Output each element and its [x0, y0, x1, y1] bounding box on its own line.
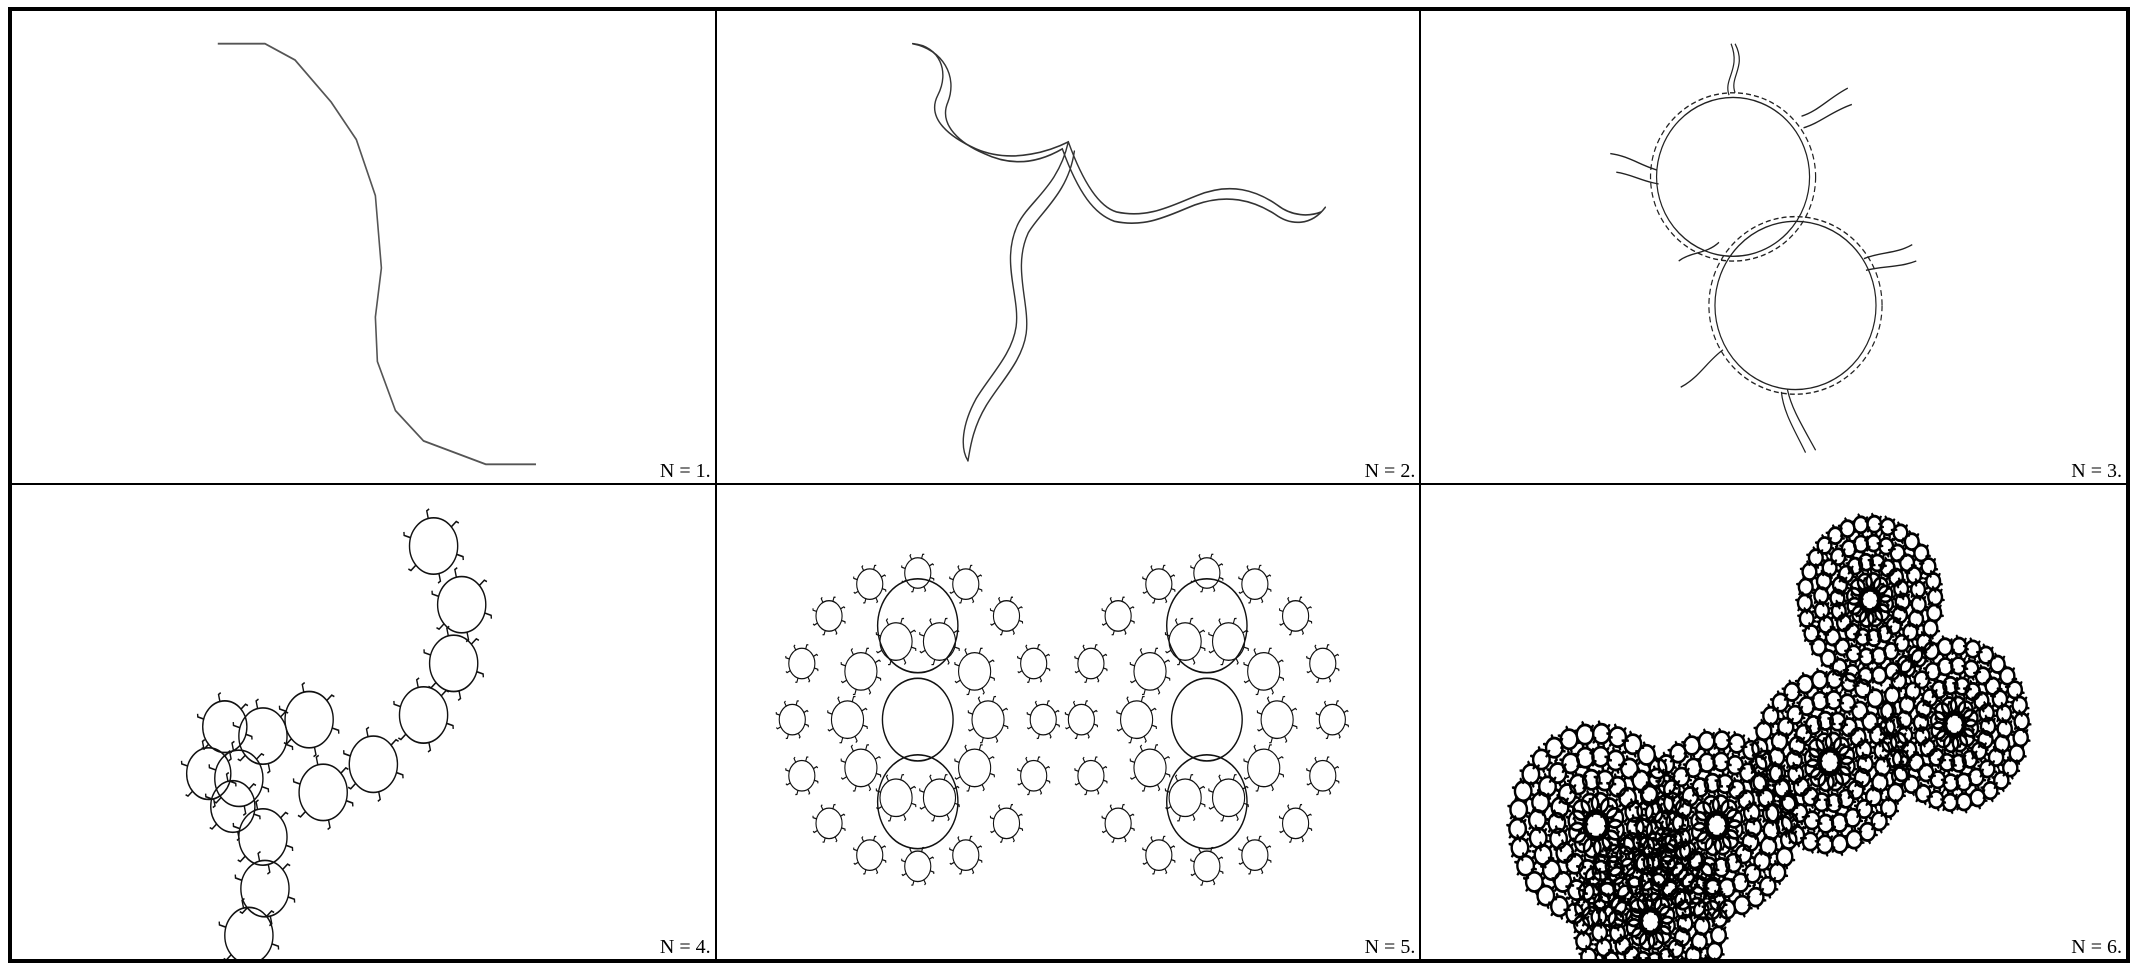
fractal-panel-grid: N = 1. N = 2. [8, 7, 2130, 963]
panel-n5: N = 5. [716, 485, 1422, 959]
panel-label: N = 3. [2071, 460, 2122, 482]
curve-n6 [1506, 512, 2032, 959]
panel-label: N = 1. [659, 460, 711, 482]
panel-n4: N = 4. [12, 485, 717, 959]
panel-n3: N = 3. [1421, 11, 2126, 485]
curve-n2 [911, 42, 1326, 462]
panel-label: N = 4. [659, 936, 711, 958]
panel-n6: N = 6. [1421, 485, 2126, 959]
panel-n1: N = 1. [12, 11, 717, 485]
curve-n1 [217, 42, 536, 466]
curve-n4 [180, 508, 493, 959]
panel-n2: N = 2. [716, 11, 1422, 485]
panel-label: N = 2. [1364, 460, 1416, 482]
curve-n3 [1610, 43, 1917, 453]
panel-label: N = 5. [1364, 936, 1416, 958]
curve-n5 [775, 553, 1349, 886]
panel-label: N = 6. [2071, 936, 2122, 958]
